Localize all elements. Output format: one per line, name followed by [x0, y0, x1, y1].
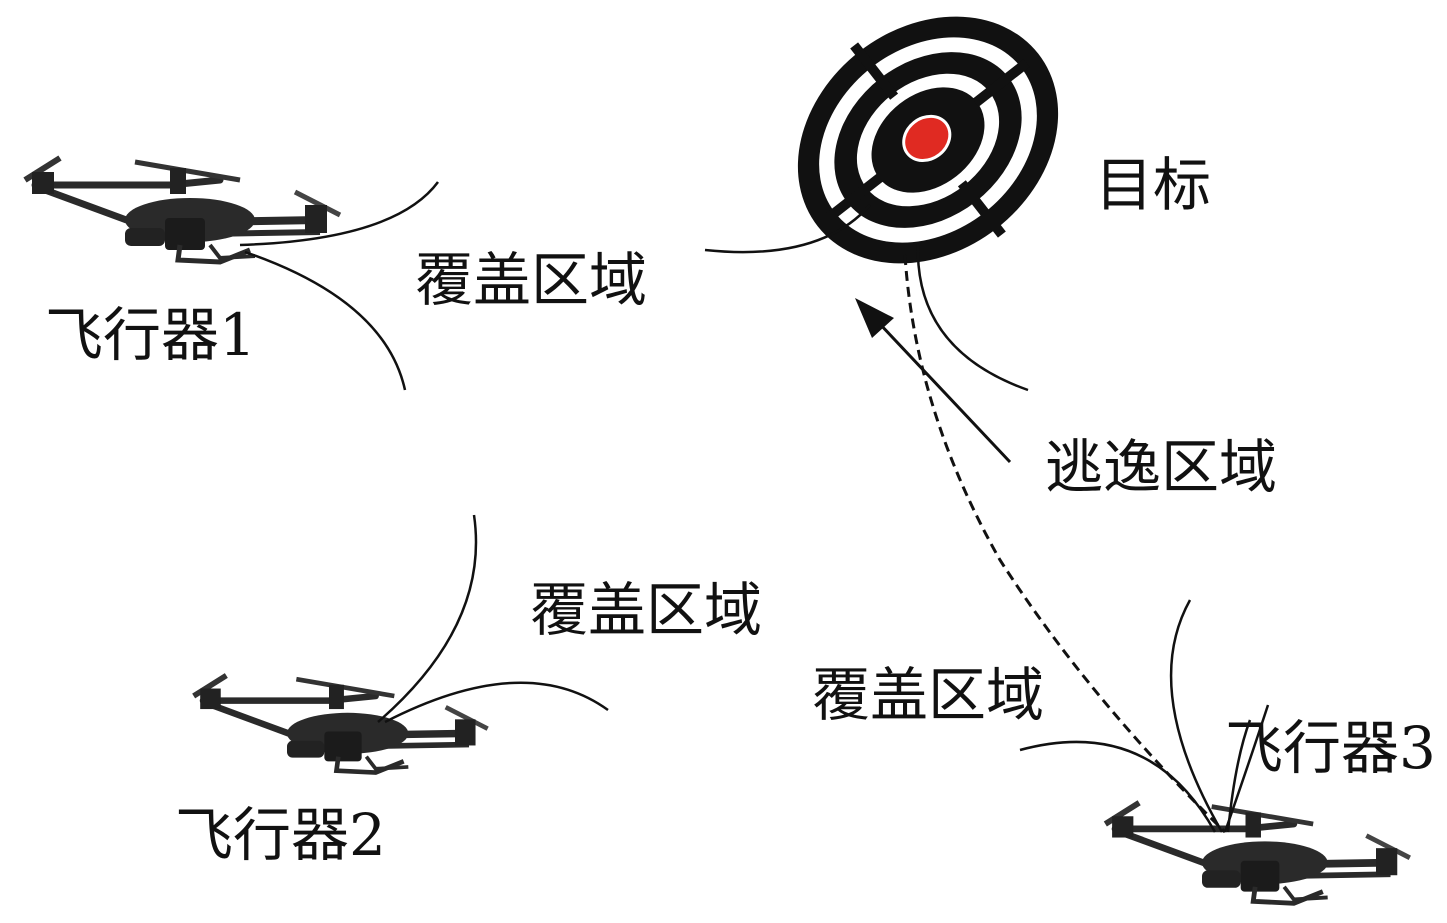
aircraft-2-label: 飞行器2 — [175, 801, 386, 869]
target-icon — [797, 16, 1059, 264]
coverage-arcs — [239, 181, 1270, 833]
coverage-label-1: 覆盖区域 — [415, 246, 647, 314]
aircraft-3-drone-icon — [1105, 803, 1410, 904]
aircraft-1-drone-icon — [25, 158, 340, 262]
aircraft-3-label: 飞行器3 — [1225, 714, 1436, 782]
escape-region-label: 逃逸区域 — [1045, 433, 1277, 501]
escape-arrow-icon — [855, 298, 1012, 464]
aircraft-2-drone-icon — [194, 675, 488, 772]
target-label: 目标 — [1095, 151, 1211, 219]
coverage-label-3: 覆盖区域 — [812, 661, 1044, 729]
coverage-label-2: 覆盖区域 — [530, 576, 762, 644]
escape-trajectory — [903, 254, 1227, 834]
aircraft-1-label: 飞行器1 — [45, 301, 256, 369]
